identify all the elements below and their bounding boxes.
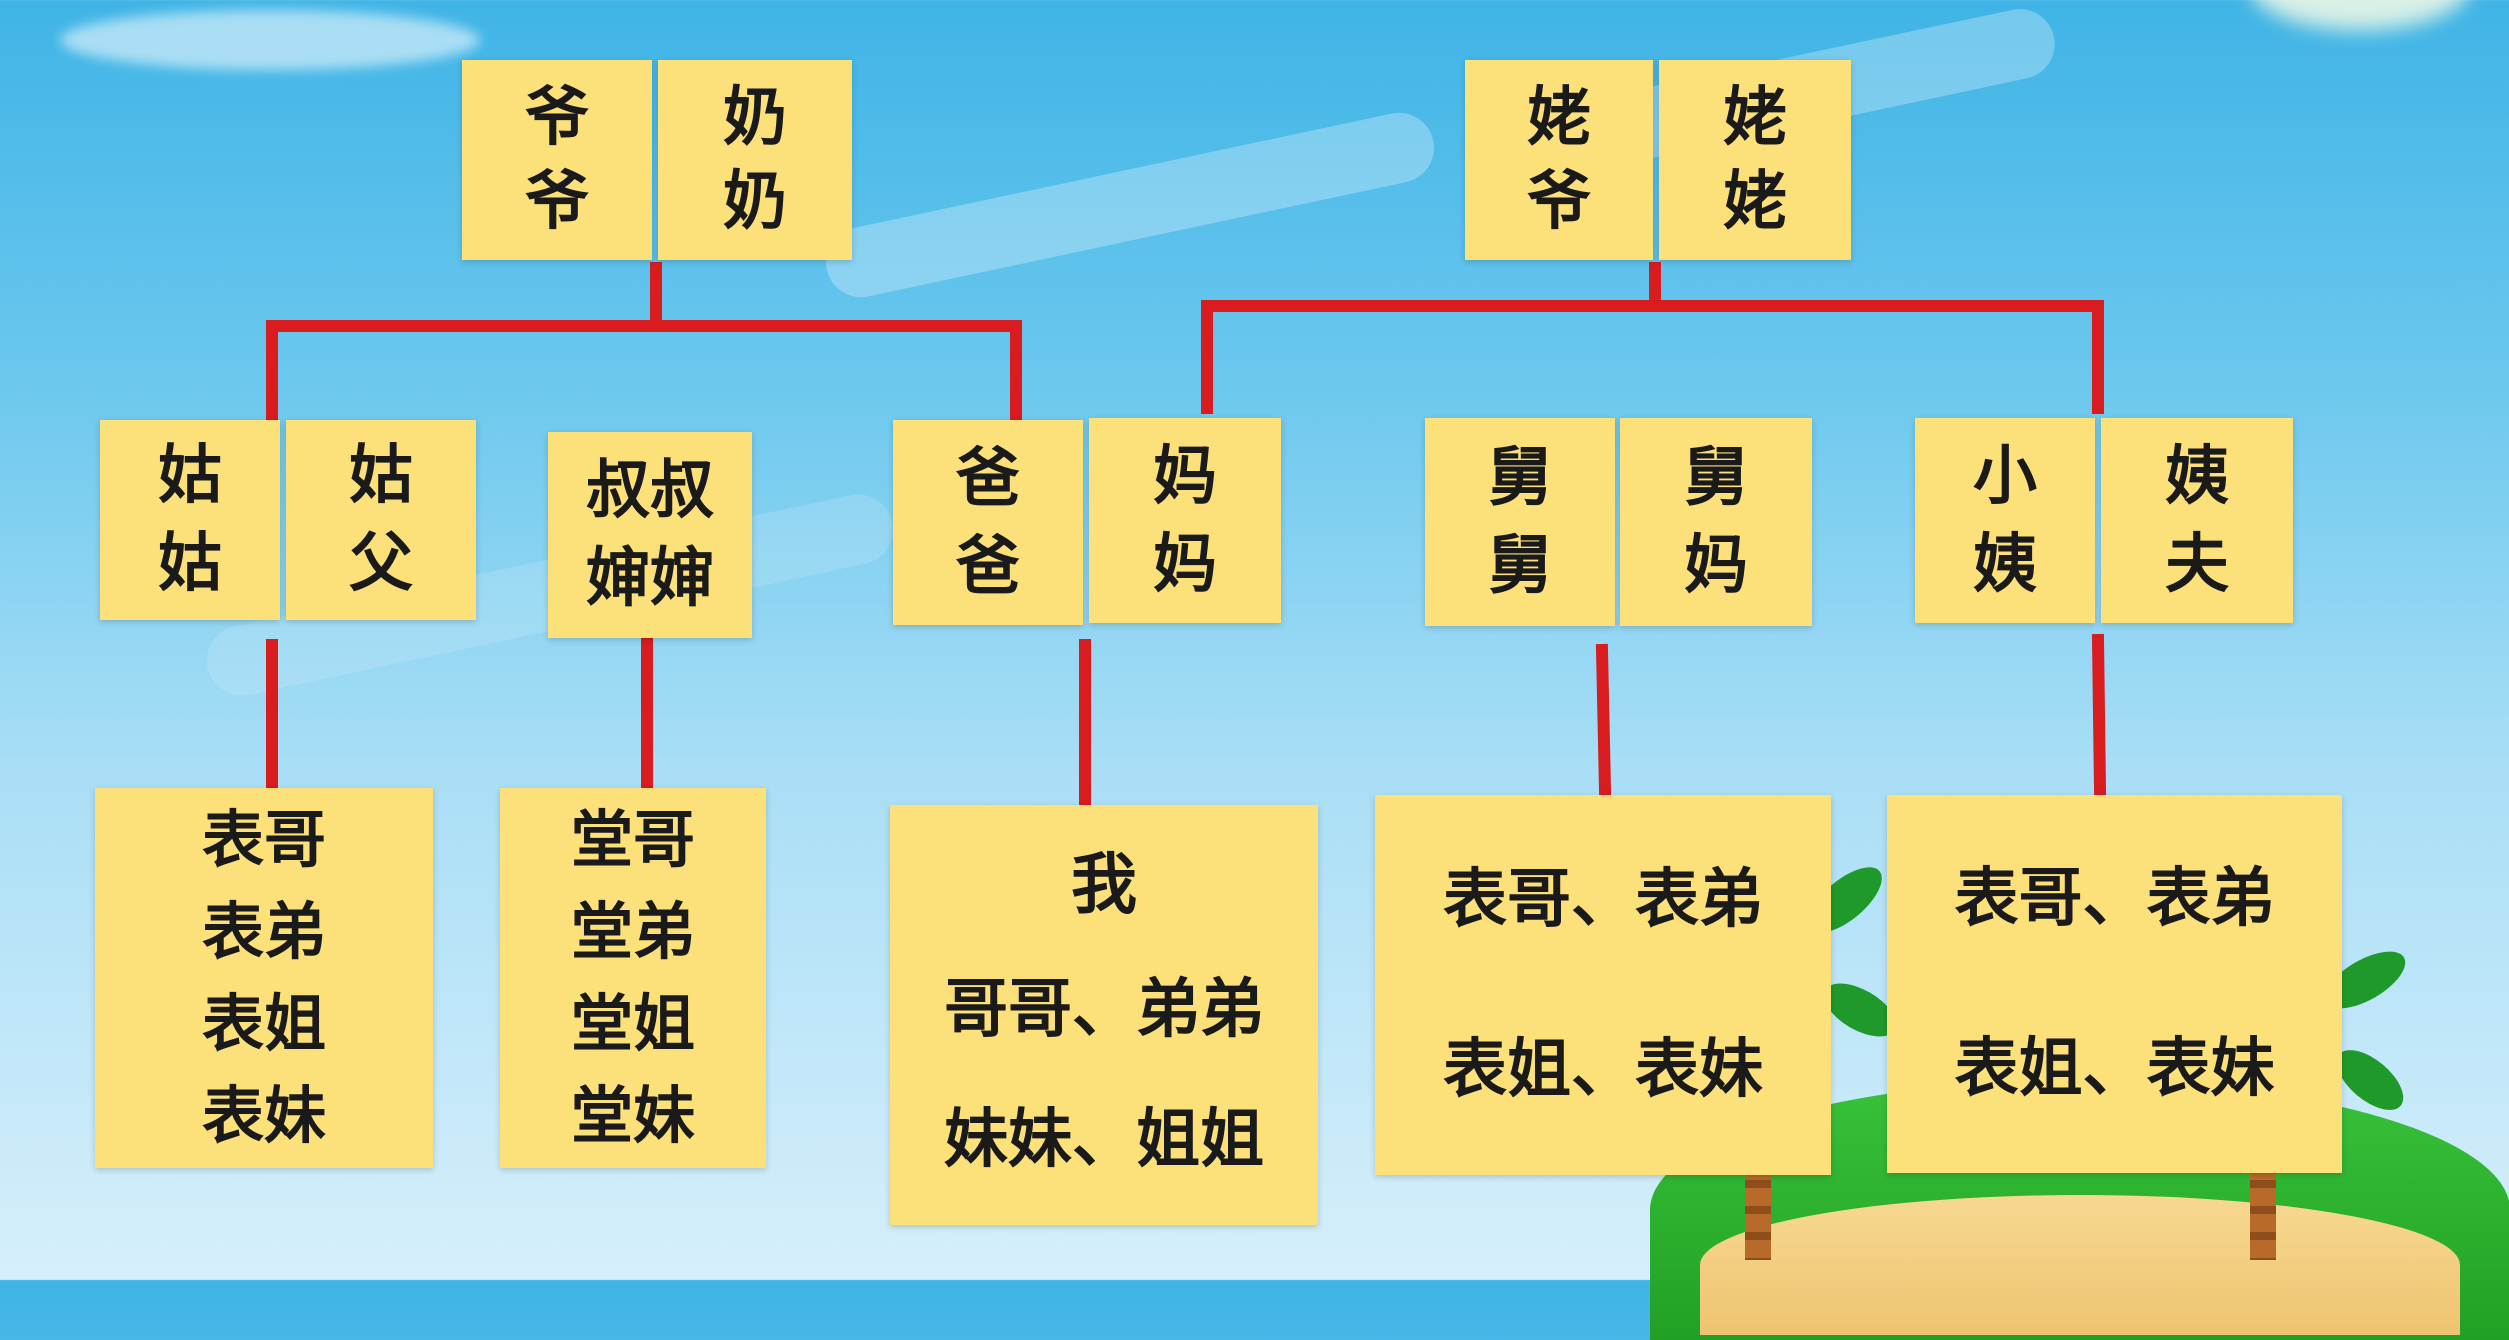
box-text: 堂妹 — [570, 1079, 695, 1152]
cousins-maternal-uncle-box: 表哥、表弟 表姐、表妹 — [1375, 795, 1831, 1175]
aunt-maternal-box: 小 姨 — [1915, 418, 2095, 623]
box-text: 姥 — [1527, 81, 1591, 155]
aunt-maternal-husband-box: 姨 夫 — [2101, 418, 2293, 623]
paternal-grandpa-box: 爷 爷 — [462, 60, 652, 260]
box-text: 堂弟 — [570, 895, 695, 968]
box-text: 姑 — [158, 439, 222, 513]
maternal-grandma-box: 姥 姥 — [1659, 60, 1851, 260]
box-text: 爷 — [525, 165, 589, 239]
cloud — [60, 10, 480, 70]
box-text: 堂哥 — [570, 803, 695, 876]
box-text: 爸 — [956, 441, 1020, 516]
box-text: 姨 — [1973, 527, 2037, 602]
box-text: 妈 — [1684, 529, 1748, 603]
cousins-maternal-aunt-box: 表哥、表弟 表姐、表妹 — [1887, 795, 2342, 1173]
descent-line — [2091, 633, 2107, 797]
box-text: 爷 — [1527, 165, 1591, 239]
cousins-aunt-box: 表哥 表弟 表姐 表妹 — [95, 788, 433, 1168]
box-text: 表哥、表弟 — [1443, 863, 1763, 937]
aunt-husband-box: 姑 父 — [286, 420, 476, 620]
box-text: 舅 — [1488, 529, 1552, 603]
aunt-paternal-box: 姑 姑 — [100, 420, 280, 620]
box-text: 舅 — [1488, 441, 1552, 515]
box-text: 婶婶 — [586, 542, 714, 616]
box-text: 表哥、表弟 — [1954, 862, 2275, 936]
box-text: 表姐、表妹 — [1954, 1032, 2275, 1106]
box-text: 姨 — [2165, 439, 2229, 514]
box-text: 妈 — [1153, 439, 1217, 514]
descent-line — [1595, 643, 1612, 797]
box-text: 夫 — [2165, 527, 2229, 602]
connector-lines — [266, 262, 2107, 806]
box-text: 表哥 — [201, 803, 326, 876]
box-text: 妈 — [1153, 527, 1217, 602]
box-text: 爸 — [956, 529, 1020, 604]
paternal-branch-line — [650, 320, 1022, 426]
maternal-branch-line — [1201, 262, 1661, 414]
box-text: 妹妹、姐姐 — [944, 1103, 1264, 1177]
cousins-uncle-box: 堂哥 堂弟 堂姐 堂妹 — [500, 788, 766, 1168]
father-box: 爸 爸 — [893, 420, 1083, 625]
box-text: 表姐、表妹 — [1443, 1033, 1763, 1107]
uncle-paternal-box: 叔叔 婶婶 — [548, 432, 752, 638]
paternal-grandma-box: 奶 奶 — [658, 60, 852, 260]
box-text: 表妹 — [201, 1079, 326, 1152]
paternal-branch-line — [266, 262, 662, 426]
box-text: 姥 — [1723, 165, 1787, 239]
maternal-branch-line — [1649, 300, 2104, 414]
box-text: 姑 — [158, 527, 222, 601]
mother-box: 妈 妈 — [1089, 418, 1281, 623]
box-text: 爷 — [525, 81, 589, 155]
uncle-maternal-wife-box: 舅 妈 — [1620, 418, 1812, 626]
box-text: 舅 — [1684, 441, 1748, 515]
box-text: 奶 — [723, 81, 787, 155]
box-text: 小 — [1973, 439, 2037, 514]
me-label: 我 — [1071, 846, 1137, 923]
uncle-maternal-box: 舅 舅 — [1425, 418, 1615, 626]
box-text: 表姐 — [201, 987, 326, 1060]
me-box: 我 哥哥、弟弟 妹妹、姐姐 — [890, 805, 1318, 1225]
box-text: 姥 — [1723, 81, 1787, 155]
box-text: 姑 — [349, 439, 413, 513]
box-text: 父 — [349, 527, 413, 601]
maternal-grandpa-box: 姥 爷 — [1465, 60, 1653, 260]
box-text: 叔叔 — [586, 454, 714, 528]
box-text: 奶 — [723, 165, 787, 239]
box-text: 表弟 — [201, 895, 326, 968]
box-text: 哥哥、弟弟 — [944, 973, 1264, 1047]
box-text: 堂姐 — [570, 987, 695, 1060]
